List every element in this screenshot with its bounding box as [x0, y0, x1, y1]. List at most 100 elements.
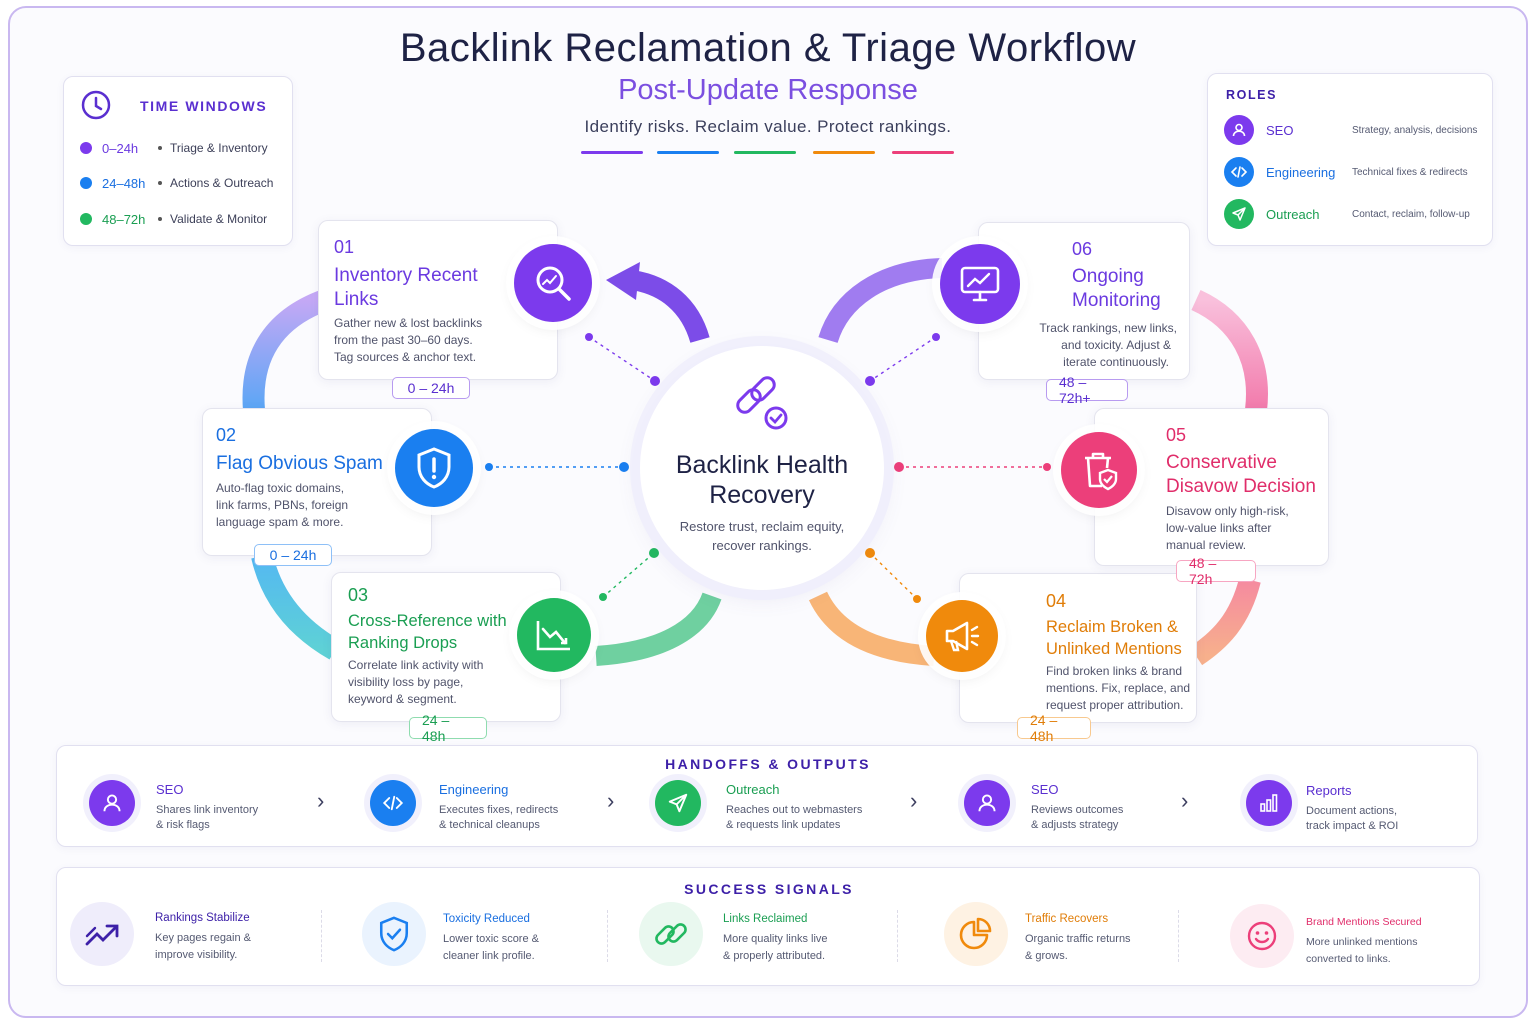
handoff-name: Outreach	[726, 782, 780, 797]
role-engineering: Engineering Technical fixes & redirects	[1224, 156, 1468, 188]
signal-desc-line2: & properly attributed.	[723, 950, 826, 962]
code-icon	[1224, 157, 1254, 187]
step-number: 01	[334, 237, 355, 257]
search-chart-icon	[514, 244, 592, 322]
handoff-desc-line1: Shares link inventory	[156, 804, 259, 816]
signal-name: Links Reclaimed	[723, 913, 808, 925]
megaphone-icon	[926, 600, 998, 672]
chevron-right-icon: ›	[910, 788, 918, 813]
user-icon	[964, 780, 1010, 826]
step-02-time-badge: 0 – 24h	[254, 544, 332, 566]
step-title-line2: Ranking Drops	[348, 634, 458, 652]
link-icon	[639, 902, 703, 966]
handoffs-panel: HANDOFFS & OUTPUTS SEO Shares link inven…	[56, 745, 1478, 847]
step-title-line1: Reclaim Broken &	[1046, 618, 1179, 636]
time-window-row: 24–48h Actions & Outreach	[80, 173, 273, 193]
time-window-range: 48–72h	[102, 211, 146, 227]
cycle-arc	[1191, 289, 1268, 412]
role-name: SEO	[1266, 122, 1294, 138]
signal-desc-line2: & grows.	[1025, 950, 1068, 962]
step-02-card: 02 Flag Obvious Spam Auto-flag toxic dom…	[202, 408, 432, 556]
step-title-line1: Flag Obvious Spam	[216, 453, 383, 474]
cycle-arc	[808, 591, 935, 666]
roles-panel: ROLES SEO Strategy, analysis, decisions …	[1207, 73, 1493, 246]
page-tagline: Identify risks. Reclaim value. Protect r…	[584, 117, 952, 136]
smile-icon	[1230, 904, 1294, 968]
step-desc-line2: visibility loss by page,	[348, 675, 464, 689]
step-desc-line1: Find broken links & brand	[1046, 664, 1183, 678]
divider	[897, 910, 898, 962]
step-04-card: 04 Reclaim Broken & Unlinked Mentions Fi…	[959, 573, 1197, 723]
time-window-label: Actions & Outreach	[170, 176, 274, 190]
handoff-name: SEO	[156, 782, 184, 797]
signal-desc-line1: Key pages regain &	[155, 932, 252, 944]
handoff-desc-line1: Reaches out to webmasters	[726, 804, 863, 816]
link-check-icon	[732, 374, 792, 437]
signal-name: Rankings Stabilize	[155, 912, 250, 924]
step-title-line1: Cross-Reference with	[348, 612, 507, 630]
send-icon	[1224, 199, 1254, 229]
step-desc-line1: Correlate link activity with	[348, 658, 484, 672]
signal-desc-line2: cleaner link profile.	[443, 950, 535, 962]
step-title-line2: Links	[334, 289, 379, 310]
handoff-desc-line2: & technical cleanups	[439, 819, 540, 831]
step-05-card: 05 Conservative Disavow Decision Disavow…	[1094, 408, 1329, 566]
role-desc: Contact, reclaim, follow-up	[1352, 208, 1470, 220]
step-desc-line2: link farms, PBNs, foreign	[216, 498, 349, 512]
signal-desc-line2: converted to links.	[1306, 953, 1391, 965]
time-window-range: 24–48h	[102, 175, 146, 191]
arrow-head	[606, 262, 640, 300]
cycle-arc	[242, 289, 330, 411]
step-01-time-badge: 0 – 24h	[392, 377, 470, 399]
bullet	[158, 146, 162, 150]
step-03-time-badge: 24 – 48h	[409, 712, 487, 744]
accent-rule-purple	[581, 151, 643, 154]
step-05-time-badge: 48 – 72h	[1176, 555, 1256, 587]
signal-name: Toxicity Reduced	[443, 913, 530, 925]
connector-line	[869, 552, 918, 600]
handoff-name: SEO	[1031, 782, 1059, 797]
cycle-arc	[251, 553, 341, 660]
step-desc-line1: Gather new & lost backlinks	[334, 316, 483, 330]
signal-desc-line2: improve visibility.	[155, 949, 238, 961]
step-title-line2: Monitoring	[1072, 290, 1161, 311]
role-desc: Strategy, analysis, decisions	[1352, 124, 1478, 136]
user-icon	[89, 780, 135, 826]
time-windows-title: TIME WINDOWS	[140, 98, 268, 114]
time-window-row: 48–72h Validate & Monitor	[80, 209, 267, 229]
time-window-dot	[80, 177, 92, 189]
send-icon	[655, 780, 701, 826]
step-number: 02	[216, 425, 237, 445]
hub-circle: Backlink Health Recovery Restore trust, …	[640, 346, 884, 590]
shield-check-icon	[362, 902, 426, 966]
chevron-right-icon: ›	[607, 788, 615, 813]
hub-desc-line1: Restore trust, reclaim equity,	[679, 519, 845, 534]
step-desc-line2: from the past 30–60 days.	[334, 333, 473, 347]
step-number: 06	[1072, 239, 1093, 259]
step-desc-line3: Tag sources & anchor text.	[334, 350, 477, 364]
time-window-range: 0–24h	[102, 140, 139, 156]
time-window-row: 0–24h Triage & Inventory	[80, 138, 268, 158]
handoffs-title: HANDOFFS & OUTPUTS	[665, 756, 871, 772]
cycle-arc	[818, 258, 943, 344]
divider	[321, 910, 322, 962]
step-number: 04	[1046, 591, 1067, 611]
hub-title-line1: Backlink Health	[675, 451, 849, 479]
success-signals-panel: SUCCESS SIGNALS Rankings Stabilize Key p…	[56, 867, 1480, 986]
step-title-line1: Conservative	[1166, 452, 1277, 473]
hub-title-line2: Recovery	[709, 481, 815, 509]
signal-desc-line1: Organic traffic returns	[1025, 933, 1131, 945]
signal-desc-line1: Lower toxic score &	[443, 933, 539, 945]
handoff-name: Engineering	[439, 782, 509, 797]
handoff-desc-line2: & risk flags	[156, 819, 210, 831]
connector-line	[588, 336, 656, 382]
shield-alert-icon	[395, 429, 473, 507]
step-desc-line3: keyword & segment.	[348, 692, 457, 706]
step-title-line1: Inventory Recent	[334, 265, 478, 286]
step-title-line2: Disavow Decision	[1166, 476, 1316, 497]
step-06-time-badge: 48 – 72h+	[1046, 374, 1128, 406]
signal-name: Traffic Recovers	[1025, 913, 1109, 925]
step-desc-line2: and toxicity. Adjust &	[1061, 338, 1171, 352]
role-name: Engineering	[1266, 164, 1336, 180]
step-title-line2: Unlinked Mentions	[1046, 640, 1182, 658]
